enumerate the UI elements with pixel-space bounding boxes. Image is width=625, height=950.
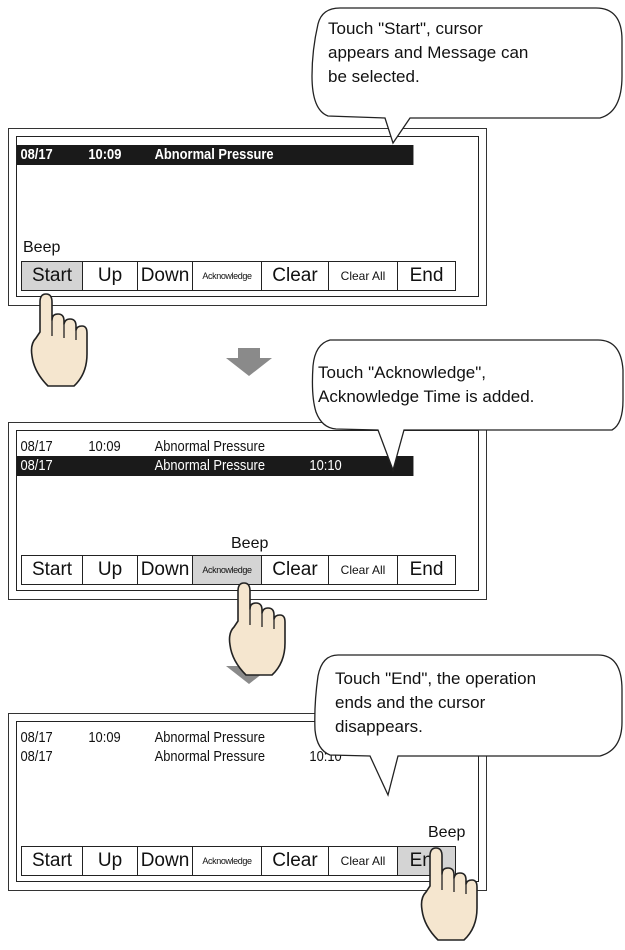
clear-all-button[interactable]: Clear All [329,556,398,584]
up-button[interactable]: Up [83,556,138,584]
alarm-screen-2: 08/17 10:09 Abnormal Pressure 08/17 Abno… [16,430,479,591]
callout-text-1: Touch "Start", cursor appears and Messag… [328,19,529,86]
alarm-message: Abnormal Pressure [154,729,266,746]
panel-2: 08/17 10:09 Abnormal Pressure 08/17 Abno… [8,422,487,600]
alarm-screen-1: 08/17 10:09 Abnormal Pressure Beep Start… [16,136,479,297]
acknowledge-button[interactable]: Acknowledge [193,556,262,584]
clear-button[interactable]: Clear [262,556,329,584]
clear-button[interactable]: Clear [262,847,329,875]
beep-label: Beep [231,535,269,552]
acknowledge-button[interactable]: Acknowledge [193,847,262,875]
start-button[interactable]: Start [22,556,83,584]
down-button[interactable]: Down [138,847,193,875]
alarm-time: 10:09 [88,146,122,163]
start-button[interactable]: Start [22,262,83,290]
alarm-time: 10:09 [88,438,121,455]
alarm-row[interactable]: 08/17 Abnormal Pressure 10:10 [17,456,414,476]
pointing-hand-icon [228,582,286,676]
ack-time: 10:10 [309,457,342,474]
up-button[interactable]: Up [83,847,138,875]
clear-all-button[interactable]: Clear All [329,847,398,875]
alarm-date: 08/17 [20,457,53,474]
down-button[interactable]: Down [138,556,193,584]
alarm-row[interactable]: 08/17 10:09 Abnormal Pressure [17,145,414,165]
button-bar: Start Up Down Acknowledge Clear Clear Al… [21,261,456,291]
alarm-message: Abnormal Pressure [154,146,274,163]
down-arrow-1 [226,348,272,376]
end-button[interactable]: End [409,559,444,580]
panel-1: 08/17 10:09 Abnormal Pressure Beep Start… [8,128,487,306]
callout-bubble-3 [314,654,623,797]
alarm-row[interactable]: 08/17 10:09 Abnormal Pressure [17,728,413,748]
callout-text-3: Touch "End", the operation ends and the … [335,669,537,736]
up-button[interactable]: Up [83,262,138,290]
alarm-message: Abnormal Pressure [154,748,266,765]
button-bar: Start Up Down Acknowledge Clear Clear Al… [21,555,456,585]
callout-bubble-1 [311,7,623,145]
clear-all-button[interactable]: Clear All [329,262,398,290]
beep-label: Beep [23,239,61,256]
alarm-row[interactable]: 08/17 10:09 Abnormal Pressure [17,437,413,457]
callout-bubble-2 [311,339,624,473]
callout-text-2: Touch "Acknowledge", Acknowledge Time is… [318,363,535,406]
alarm-date: 08/17 [20,438,53,455]
clear-button[interactable]: Clear [262,262,329,290]
alarm-time: 10:09 [88,729,121,746]
start-button[interactable]: Start [22,847,83,875]
alarm-message: Abnormal Pressure [154,457,266,474]
pointing-hand-icon [30,293,88,387]
beep-label: Beep [428,824,466,841]
end-button[interactable]: End [409,265,444,286]
pointing-hand-icon [420,847,478,941]
panel-3: 08/17 10:09 Abnormal Pressure 08/17 Abno… [8,713,487,891]
down-button[interactable]: Down [138,262,193,290]
alarm-date: 08/17 [20,729,53,746]
alarm-date: 08/17 [20,748,53,765]
acknowledge-button[interactable]: Acknowledge [193,262,262,290]
button-bar: Start Up Down Acknowledge Clear Clear Al… [21,846,456,876]
alarm-message: Abnormal Pressure [154,438,266,455]
alarm-date: 08/17 [20,146,53,163]
